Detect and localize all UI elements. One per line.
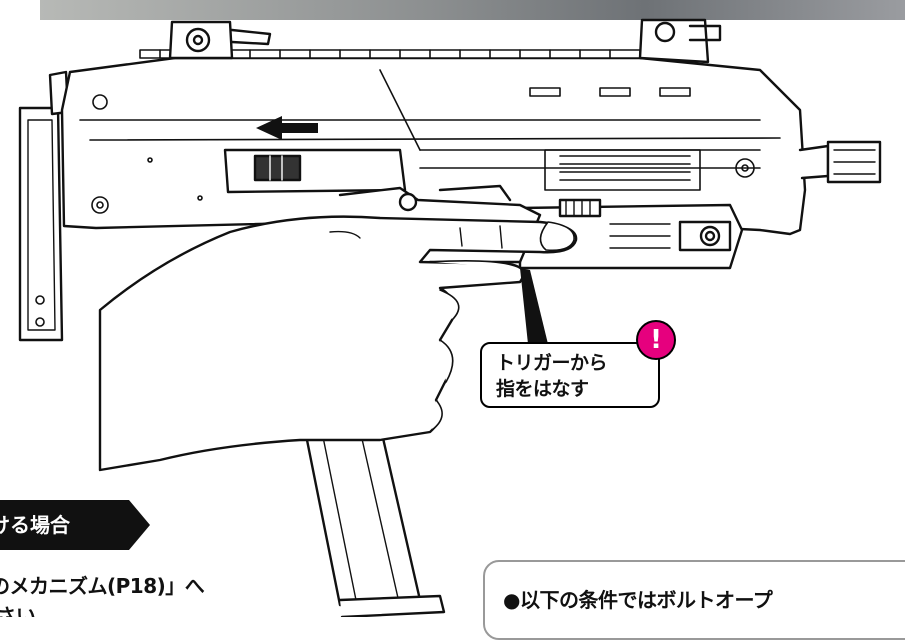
callout-line-1: トリガーから bbox=[496, 352, 608, 374]
section-heading-tag: ける場合 bbox=[0, 500, 150, 550]
side-grip-panel bbox=[544, 149, 701, 191]
rear-sight bbox=[168, 20, 272, 60]
note-box: ●以下の条件ではボルトオープ bbox=[483, 560, 905, 640]
callout-pointer bbox=[520, 268, 548, 344]
page-reference-text-2: さい bbox=[0, 604, 36, 617]
note-text: ●以下の条件ではボルトオープ bbox=[503, 588, 773, 612]
gripping-hand bbox=[98, 215, 578, 472]
exclamation-icon: ! bbox=[636, 320, 676, 360]
top-photo-strip bbox=[40, 0, 905, 20]
front-sight bbox=[638, 18, 722, 64]
callout-line-2: 指をはなす bbox=[496, 378, 589, 400]
warning-callout: トリガーから 指をはなす bbox=[480, 342, 660, 408]
folding-stock bbox=[18, 70, 70, 342]
charging-handle-slot bbox=[223, 148, 407, 194]
receiver-details bbox=[79, 69, 781, 214]
page-reference-text: のメカニズム(P18)」へ bbox=[0, 574, 205, 598]
section-heading-label: ける場合 bbox=[0, 513, 70, 537]
magazine bbox=[303, 423, 446, 617]
left-arrow-icon bbox=[256, 116, 318, 140]
muzzle bbox=[798, 140, 882, 184]
gun-illustration bbox=[18, 18, 882, 617]
